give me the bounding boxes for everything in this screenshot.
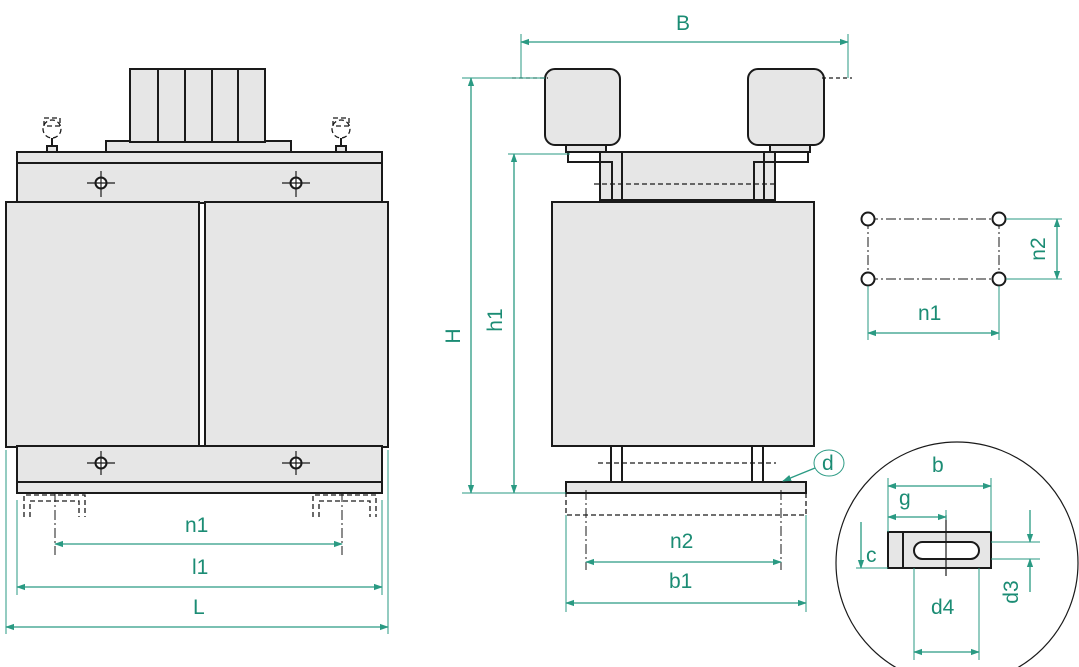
label-n2-side: n2: [670, 530, 693, 553]
label-n2-pattern: n2: [1027, 237, 1050, 260]
label-L: L: [193, 596, 205, 619]
mounting-feet: [23, 492, 377, 555]
label-B: B: [676, 12, 690, 35]
label-n1-front: n1: [185, 514, 208, 537]
label-d: d: [822, 452, 834, 475]
label-l1: l1: [192, 556, 208, 579]
core-block: [551, 201, 815, 447]
leader-d: [782, 467, 816, 482]
front-view: n1 l1 L: [5, 68, 389, 634]
detail-d: b g c d3 d4: [835, 441, 1079, 667]
label-b1: b1: [669, 570, 692, 593]
lifting-eye-right: [331, 117, 351, 154]
label-d3: d3: [1000, 580, 1023, 603]
label-g: g: [899, 487, 911, 510]
bottom-yoke-frame: [16, 445, 383, 494]
label-d4: d4: [931, 596, 955, 619]
terminal-block: [105, 68, 292, 154]
side-view: B H h1 n2 b1 d: [442, 12, 852, 612]
label-h1: h1: [484, 308, 507, 331]
terminal-cap-left: [544, 68, 621, 146]
coil-right: [204, 201, 389, 448]
base-plate: [565, 481, 807, 494]
coil-left: [5, 201, 200, 448]
frame-bolts: [87, 171, 310, 475]
terminal-cap-right: [747, 68, 825, 146]
label-c: c: [866, 544, 877, 567]
mounting-hole-pattern: n1 n2: [860, 211, 1062, 340]
label-b: b: [932, 454, 944, 477]
label-n1-pattern: n1: [918, 302, 941, 325]
lifting-eye-left: [42, 117, 62, 154]
top-yoke-frame: [16, 151, 383, 204]
label-H: H: [442, 328, 465, 343]
